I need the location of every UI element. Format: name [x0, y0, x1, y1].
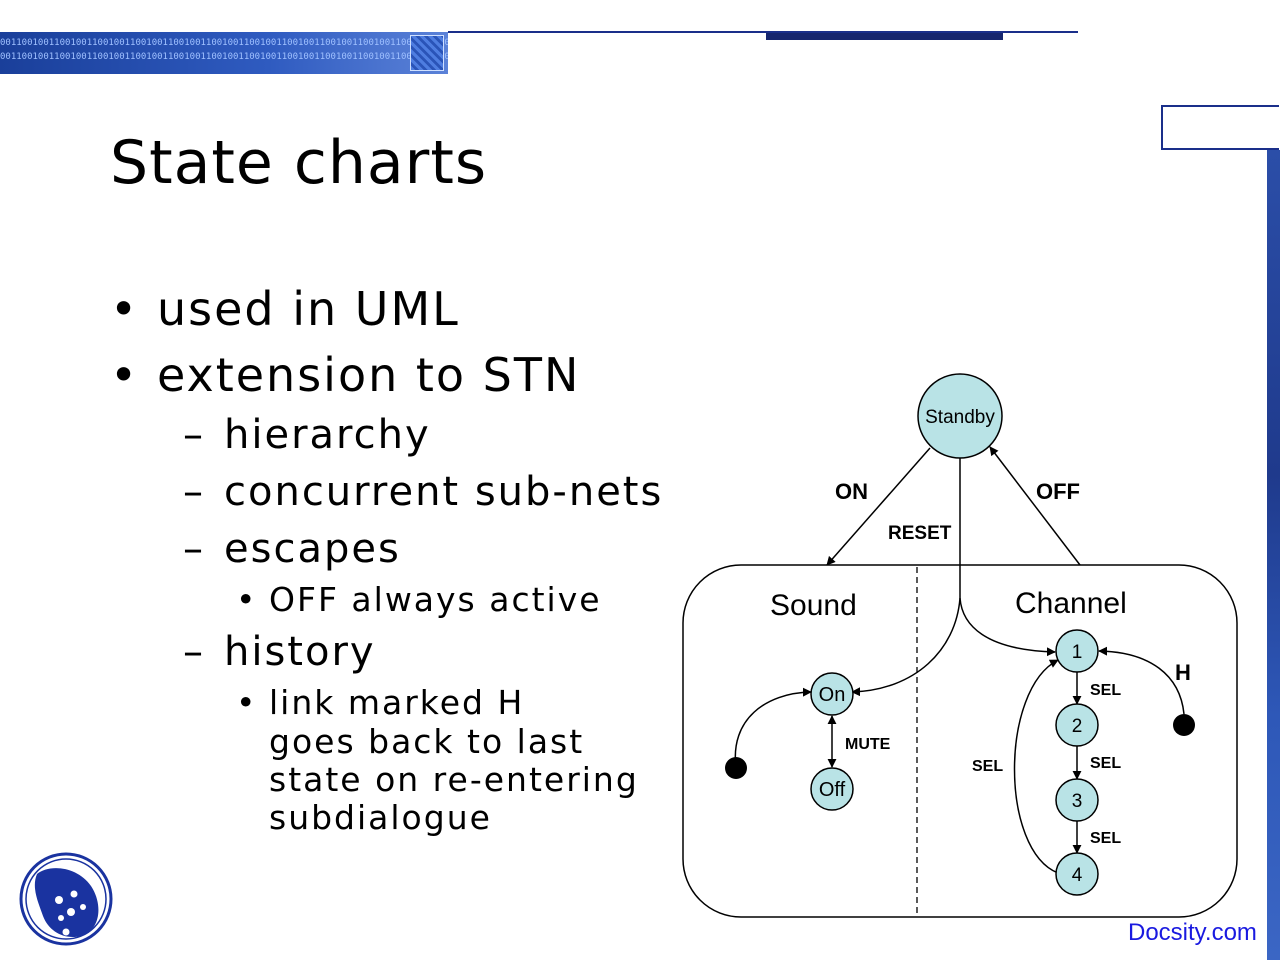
standby-label: Standby — [925, 407, 995, 428]
note-history-line-1: •link marked H — [236, 683, 525, 722]
transition-off — [989, 446, 1081, 566]
channel-2-label: 2 — [1072, 716, 1083, 737]
channel-1-label: 1 — [1072, 642, 1083, 663]
history-transition-label: H — [1175, 660, 1191, 685]
sub-bullet-history: –history — [183, 629, 376, 675]
state-channel-1 — [1055, 629, 1099, 673]
sub-bullet-escapes: –escapes — [183, 526, 401, 572]
state-sound-off — [810, 767, 854, 811]
transition-sel-4-1 — [1013, 659, 1059, 874]
header-rule — [448, 31, 1078, 33]
state-channel-4 — [1055, 852, 1099, 896]
banner-binary-pattern: 0011001001100100110010011001001100100110… — [0, 38, 448, 62]
note-history-line-2: goes back to last — [269, 722, 585, 761]
off-state-label: Off — [819, 779, 846, 801]
transition-sound-initial — [734, 687, 812, 768]
sub-bullet-hierarchy: –hierarchy — [183, 412, 431, 458]
mute-transition-label: MUTE — [845, 736, 891, 753]
docsity-watermark-link[interactable]: Docsity.com — [1128, 919, 1257, 946]
on-state-label: On — [819, 684, 846, 706]
history-dot — [1173, 714, 1195, 736]
sound-initial-dot — [725, 757, 747, 779]
off-transition-label: OFF — [1036, 479, 1080, 504]
bullet-extension-to-stn: •extension to STN — [110, 348, 581, 402]
sel-label-4-1: SEL — [972, 758, 1003, 775]
sub-bullet-concurrent: –concurrent sub-nets — [183, 469, 664, 515]
transition-history — [1098, 646, 1185, 715]
on-transition-label: ON — [835, 479, 868, 504]
note-history-line-3: state on re-entering — [269, 760, 639, 799]
header-bar — [766, 33, 1003, 40]
sel-label-2-3: SEL — [1090, 755, 1121, 772]
channel-region-label: Channel — [1015, 587, 1127, 620]
state-channel-3 — [1055, 778, 1099, 822]
state-channel-2 — [1055, 703, 1099, 747]
state-sound-on — [810, 672, 854, 716]
composite-state-box — [682, 564, 1238, 918]
banner-chip-icon — [410, 35, 444, 71]
right-edge-strip — [1267, 150, 1280, 960]
sound-region-label: Sound — [770, 589, 857, 622]
transition-reset-to-channel-1 — [959, 597, 1056, 657]
header-banner: 0011001001100100110010011001001100100110… — [0, 32, 448, 74]
transition-reset-to-on — [851, 597, 961, 697]
slide-title: State charts — [110, 128, 488, 198]
state-standby — [917, 373, 1003, 459]
bullet-used-in-uml: •used in UML — [110, 282, 460, 336]
transition-on — [826, 447, 931, 566]
sel-label-3-4: SEL — [1090, 830, 1121, 847]
university-logo-icon — [19, 852, 113, 946]
channel-4-label: 4 — [1072, 865, 1083, 886]
sel-label-1-2: SEL — [1090, 682, 1121, 699]
channel-3-label: 3 — [1072, 791, 1083, 812]
note-off-always-active: •OFF always active — [236, 580, 602, 619]
reset-transition-label: RESET — [888, 523, 952, 544]
note-history-line-4: subdialogue — [269, 798, 492, 837]
corner-box — [1161, 105, 1279, 150]
